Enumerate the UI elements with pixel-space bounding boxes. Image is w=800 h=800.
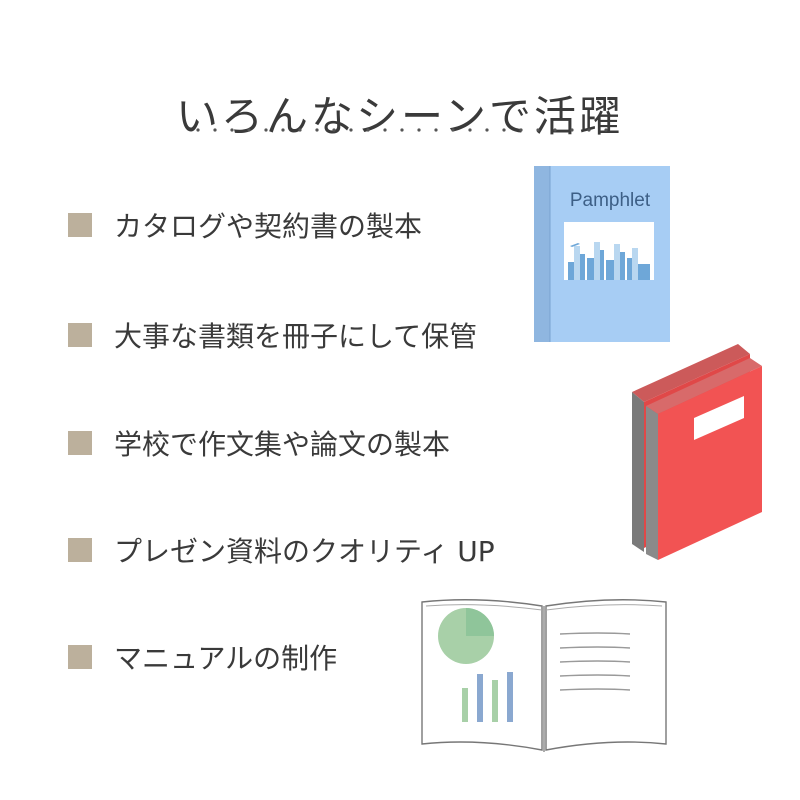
- page-title: いろんなシーンで活躍: [176, 92, 624, 142]
- pamphlet-icon: Pamphlet: [534, 166, 670, 342]
- list-item: マニュアルの制作: [68, 637, 548, 677]
- square-bullet-icon: [68, 323, 92, 347]
- list-item: 大事な書類を冊子にして保管: [68, 315, 548, 355]
- list-item-label: プレゼン資料のクオリティ UP: [114, 535, 495, 568]
- list-item: プレゼン資料のクオリティ UP: [68, 530, 548, 570]
- square-bullet-icon: [68, 213, 92, 237]
- square-bullet-icon: [68, 645, 92, 669]
- red-books-icon: [626, 340, 766, 565]
- list-item-label: カタログや契約書の製本: [114, 210, 423, 243]
- square-bullet-icon: [68, 431, 92, 455]
- list-item: 学校で作文集や論文の製本: [68, 423, 548, 463]
- list-item-label: 大事な書類を冊子にして保管: [114, 320, 478, 353]
- dotted-divider: [195, 126, 610, 134]
- list-item-label: 学校で作文集や論文の製本: [114, 428, 451, 461]
- pamphlet-cover-text: Pamphlet: [569, 190, 651, 211]
- square-bullet-icon: [68, 538, 92, 562]
- open-book-icon: [418, 598, 670, 754]
- list-item-label: マニュアルの制作: [114, 642, 338, 675]
- list-item: カタログや契約書の製本: [68, 205, 548, 245]
